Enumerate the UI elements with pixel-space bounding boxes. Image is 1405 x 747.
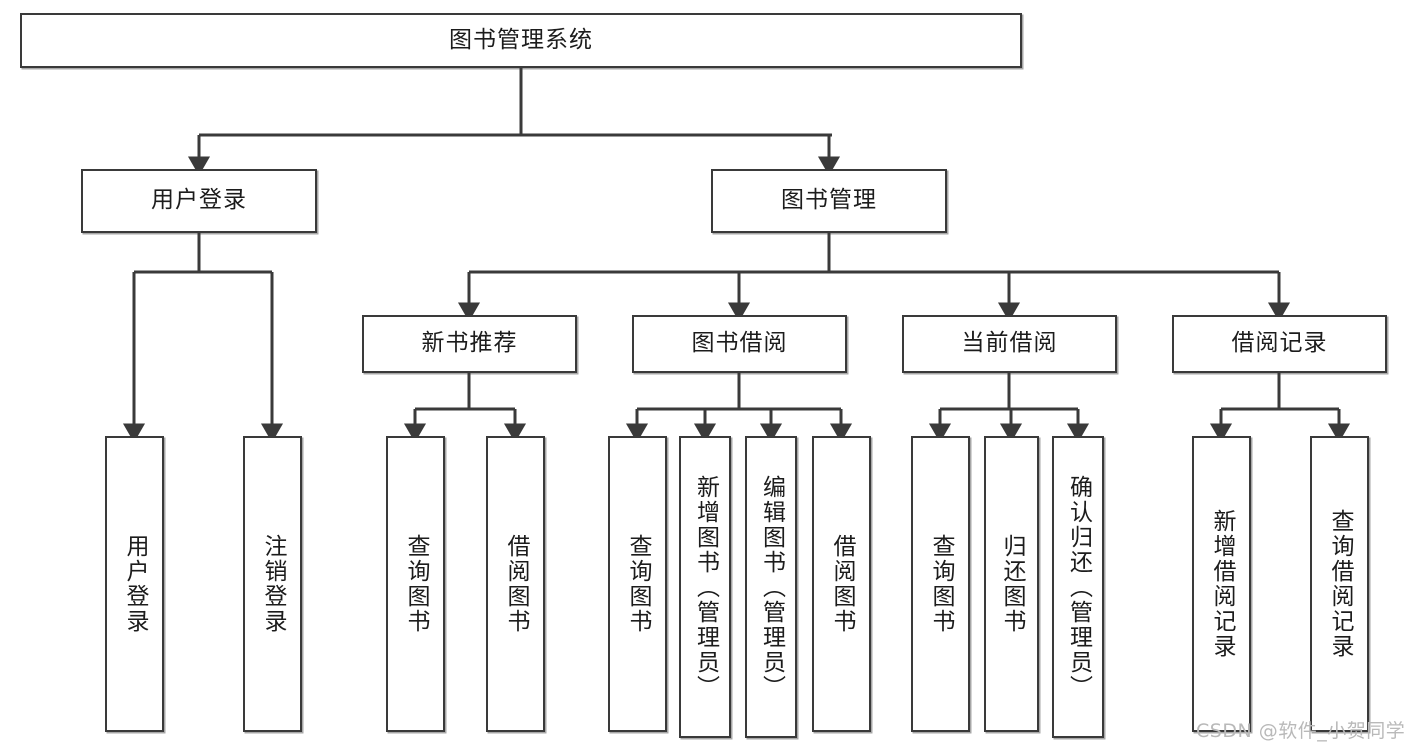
node-leaf-confirm-return-label: 确认归还（管理员） <box>1065 474 1092 700</box>
node-new-book-recommend-label: 新书推荐 <box>421 330 518 357</box>
node-book-borrow-label: 图书借阅 <box>691 330 788 357</box>
node-leaf-return-book-label: 归还图书 <box>999 534 1025 634</box>
node-leaf-edit-book-label: 编辑图书（管理员） <box>758 474 785 700</box>
node-current-borrow-label: 当前借阅 <box>961 330 1058 357</box>
node-borrow-record[interactable]: 借阅记录 <box>1172 315 1387 373</box>
node-current-borrow[interactable]: 当前借阅 <box>902 315 1117 373</box>
node-borrow-record-label: 借阅记录 <box>1231 330 1328 357</box>
node-leaf-borrow-book-rec[interactable]: 借阅图书 <box>486 436 545 732</box>
node-leaf-borrow-book-rec-label: 借阅图书 <box>503 534 529 634</box>
node-leaf-user-logout-label: 注销登录 <box>260 534 286 634</box>
node-leaf-borrow-book[interactable]: 借阅图书 <box>812 436 871 732</box>
node-leaf-add-book-label: 新增图书（管理员） <box>692 474 719 700</box>
node-book-management[interactable]: 图书管理 <box>711 169 947 233</box>
node-book-management-label: 图书管理 <box>781 187 877 214</box>
node-leaf-borrow-book-label: 借阅图书 <box>829 534 855 634</box>
node-leaf-query-book-rec-label: 查询图书 <box>403 534 429 634</box>
node-leaf-add-borrow-record[interactable]: 新增借阅记录 <box>1192 436 1251 732</box>
node-leaf-query-book-current-label: 查询图书 <box>928 534 954 634</box>
node-leaf-query-book-current[interactable]: 查询图书 <box>911 436 970 732</box>
node-leaf-query-borrow-record-label: 查询借阅记录 <box>1327 509 1353 659</box>
node-root[interactable]: 图书管理系统 <box>20 13 1022 68</box>
node-leaf-query-borrow-record[interactable]: 查询借阅记录 <box>1310 436 1369 732</box>
node-user-login[interactable]: 用户登录 <box>81 169 317 233</box>
node-leaf-query-book-rec[interactable]: 查询图书 <box>386 436 445 732</box>
node-leaf-query-book-borrow[interactable]: 查询图书 <box>608 436 667 732</box>
watermark-text: CSDN @软件_小贺同学 <box>1196 720 1405 742</box>
node-leaf-edit-book[interactable]: 编辑图书（管理员） <box>745 436 797 738</box>
node-leaf-user-logout[interactable]: 注销登录 <box>243 436 302 732</box>
node-leaf-user-login[interactable]: 用户登录 <box>105 436 164 732</box>
node-user-login-label: 用户登录 <box>151 187 247 214</box>
node-leaf-confirm-return[interactable]: 确认归还（管理员） <box>1052 436 1104 738</box>
node-leaf-return-book[interactable]: 归还图书 <box>984 436 1039 732</box>
node-leaf-add-book[interactable]: 新增图书（管理员） <box>679 436 731 738</box>
node-root-label: 图书管理系统 <box>449 26 593 53</box>
node-book-borrow[interactable]: 图书借阅 <box>632 315 847 373</box>
node-leaf-add-borrow-record-label: 新增借阅记录 <box>1209 509 1235 659</box>
node-leaf-user-login-label: 用户登录 <box>122 534 148 634</box>
node-new-book-recommend[interactable]: 新书推荐 <box>362 315 577 373</box>
node-leaf-query-book-borrow-label: 查询图书 <box>625 534 651 634</box>
